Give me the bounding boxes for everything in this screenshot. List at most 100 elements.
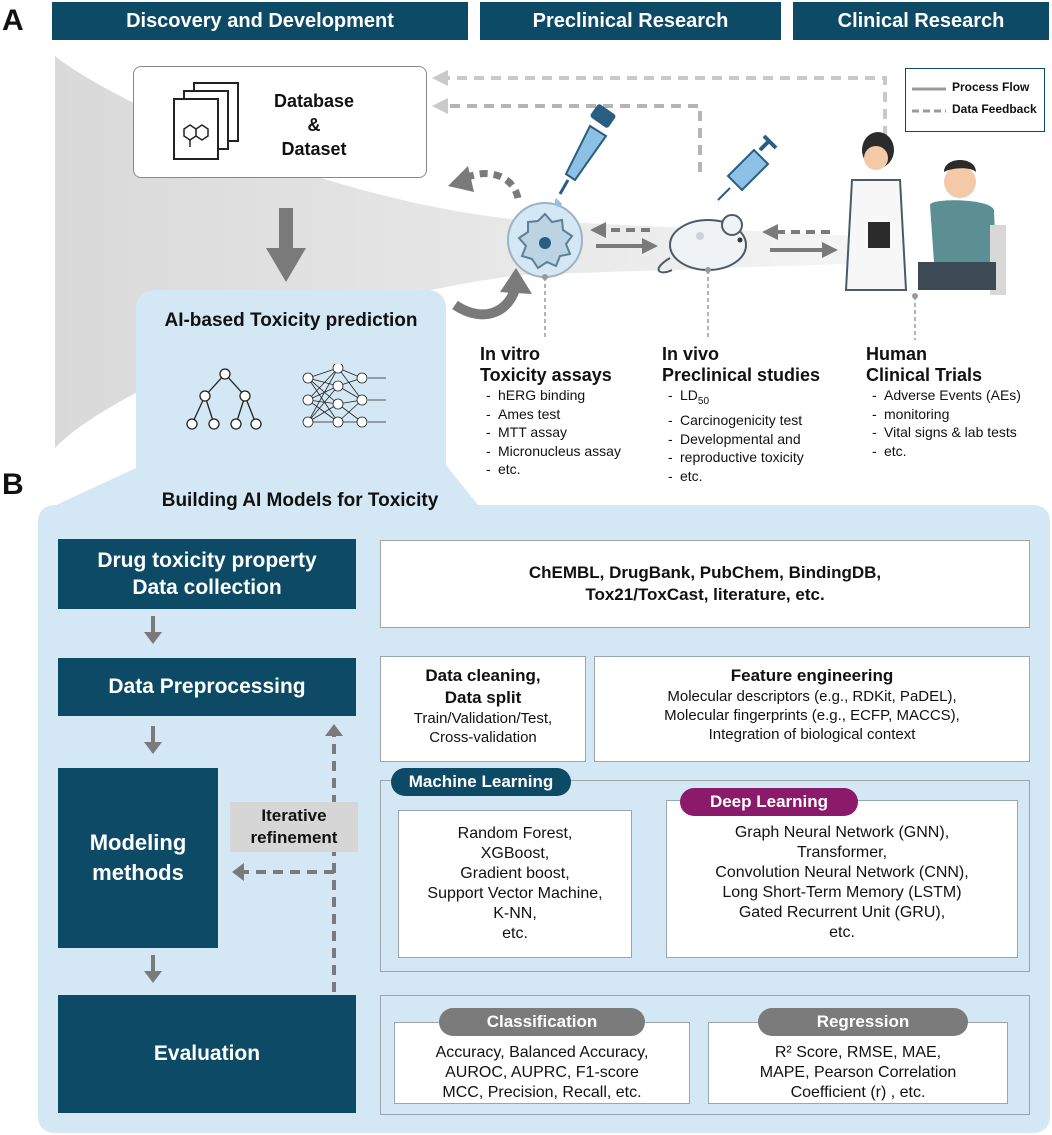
ai-box-title: AI-based Toxicity prediction — [164, 310, 418, 331]
step-modeling-line2: methods — [92, 860, 184, 885]
database-ampersand: & — [307, 115, 321, 135]
modeling-container — [380, 780, 1030, 972]
funnel-background — [55, 56, 900, 448]
down-arrow-icon — [144, 971, 162, 983]
down-arrow-icon — [144, 742, 162, 754]
classification-line: MCC, Precision, Recall, etc. — [442, 1084, 642, 1101]
list-item: etc. — [872, 442, 1050, 461]
ld-subscript: 50 — [697, 395, 710, 407]
phase-clinical: Clinical Research — [793, 2, 1049, 40]
phase-preclinical: Preclinical Research — [480, 2, 781, 40]
mouse-icon — [657, 214, 747, 340]
ml-item: etc. — [502, 925, 528, 942]
regression-label: Regression — [758, 1008, 968, 1036]
list-item: MTT assay — [486, 423, 660, 442]
panel-b-title: Building AI Models for Toxicity — [161, 490, 439, 511]
left-arrow-icon — [232, 863, 244, 881]
deep-learning-box: Graph Neural Network (GNN), Transformer,… — [666, 800, 1018, 958]
list-item-ld50: LD50 — [668, 386, 852, 411]
stage-in-vitro-title1: In vitro — [480, 344, 541, 364]
regression-line: Coefficient (r) , etc. — [790, 1084, 926, 1101]
dl-item: Gated Recurrent Unit (GRU), — [738, 904, 946, 921]
decision-tree-icon — [186, 368, 262, 430]
data-cleaning-title1: Data cleaning, — [425, 666, 541, 685]
syringe-icon — [717, 134, 778, 201]
data-cleaning-line2: Cross-validation — [429, 729, 537, 746]
dl-item: etc. — [829, 924, 855, 941]
list-item: etc. — [668, 467, 852, 486]
data-sources-box: ChEMBL, DrugBank, PubChem, BindingDB, To… — [380, 540, 1030, 628]
legend-data-feedback: Data Feedback — [952, 102, 1037, 116]
list-item: Carcinogenicity test — [668, 411, 852, 430]
stage-in-vitro-title2: Toxicity assays — [480, 365, 612, 385]
doctor-patient-icon — [844, 132, 1006, 340]
stage-in-vitro: In vitro Toxicity assays hERG binding Am… — [480, 344, 660, 479]
ml-item: Random Forest, — [457, 825, 573, 842]
step-data-preprocessing: Data Preprocessing — [58, 658, 356, 716]
feature-line: Integration of biological context — [708, 726, 916, 743]
legend: Process Flow Data Feedback — [905, 68, 1045, 132]
legend-swatches — [912, 87, 946, 113]
stage-human: Human Clinical Trials Adverse Events (AE… — [866, 344, 1050, 460]
database-title: Database — [273, 91, 355, 111]
regression-line: MAPE, Pearson Correlation — [759, 1064, 957, 1081]
feature-line: Molecular descriptors (e.g., RDKit, PaDE… — [667, 688, 957, 705]
list-item-continued: reproductive toxicity — [668, 448, 852, 467]
dl-item: Convolution Neural Network (CNN), — [715, 864, 969, 881]
step-modeling-line1: Modeling — [89, 830, 187, 855]
iterative-line2: refinement — [250, 828, 338, 847]
classification-line: Accuracy, Balanced Accuracy, — [435, 1044, 649, 1061]
list-item: Adverse Events (AEs) — [872, 386, 1050, 405]
legend-process-flow: Process Flow — [952, 80, 1030, 94]
dataset-title: Dataset — [281, 139, 347, 159]
list-item: Ames test — [486, 405, 660, 424]
panel-a-graphics — [55, 56, 1006, 448]
stage-in-vivo-title2: Preclinical studies — [662, 365, 821, 385]
workflow-arrows — [144, 616, 343, 992]
stage-in-vivo-title1: In vivo — [662, 344, 720, 364]
stage-human-title1: Human — [866, 344, 928, 364]
feature-engineering-box: Feature engineering Molecular descriptor… — [594, 656, 1030, 762]
document-molecule-icon — [173, 82, 239, 160]
stage-in-vivo: In vivo Preclinical studies LD50 Carcino… — [662, 344, 852, 485]
list-item: Developmental and — [668, 430, 852, 449]
down-arrow-icon — [144, 632, 162, 644]
data-cleaning-title2: Data split — [444, 688, 522, 707]
ml-item: Support Vector Machine, — [427, 885, 603, 902]
panel-a-label: A — [2, 4, 24, 37]
cell-icon — [507, 202, 583, 340]
step-data-collection: Drug toxicity property Data collection — [58, 539, 356, 609]
list-item-continued: monitoring — [872, 405, 1050, 424]
step-data-collection-line1: Drug toxicity property — [97, 549, 317, 572]
deep-learning-label: Deep Learning — [680, 788, 858, 816]
feature-engineering-title: Feature engineering — [730, 666, 894, 685]
database-box: Database & Dataset — [133, 66, 427, 178]
down-arrow-icon — [266, 248, 306, 282]
iterative-refinement-label: Iterative refinement — [230, 802, 358, 852]
data-sources-line1: ChEMBL, DrugBank, PubChem, BindingDB, — [528, 563, 882, 582]
evaluation-container — [380, 995, 1030, 1115]
ml-item: Gradient boost, — [460, 865, 570, 882]
machine-learning-label: Machine Learning — [391, 768, 571, 796]
ml-item: XGBoost, — [480, 845, 550, 862]
phase-discovery: Discovery and Development — [52, 2, 468, 40]
step-modeling-methods: Modeling methods — [58, 768, 218, 948]
ld-label: LD — [680, 387, 698, 403]
step-evaluation: Evaluation — [58, 995, 356, 1113]
up-arrow-icon — [325, 724, 343, 736]
step-data-collection-line2: Data collection — [132, 576, 282, 599]
pipette-icon — [554, 104, 616, 207]
classification-line: AUROC, AUPRC, F1-score — [445, 1064, 639, 1081]
data-sources-line2: Tox21/ToxCast, literature, etc. — [585, 585, 825, 604]
list-item: etc. — [486, 460, 660, 479]
ai-model-icons — [186, 364, 386, 430]
dl-item: Transformer, — [796, 844, 888, 861]
classification-label: Classification — [439, 1008, 645, 1036]
machine-learning-box: Random Forest, XGBoost, Gradient boost, … — [398, 810, 632, 958]
data-cleaning-box: Data cleaning, Data split Train/Validati… — [380, 656, 586, 762]
regression-line: R² Score, RMSE, MAE, — [774, 1044, 942, 1061]
neural-network-icon — [302, 364, 386, 428]
dl-item: Graph Neural Network (GNN), — [734, 824, 950, 841]
panel-b-label: B — [2, 468, 24, 501]
list-item: Micronucleus assay — [486, 442, 660, 461]
